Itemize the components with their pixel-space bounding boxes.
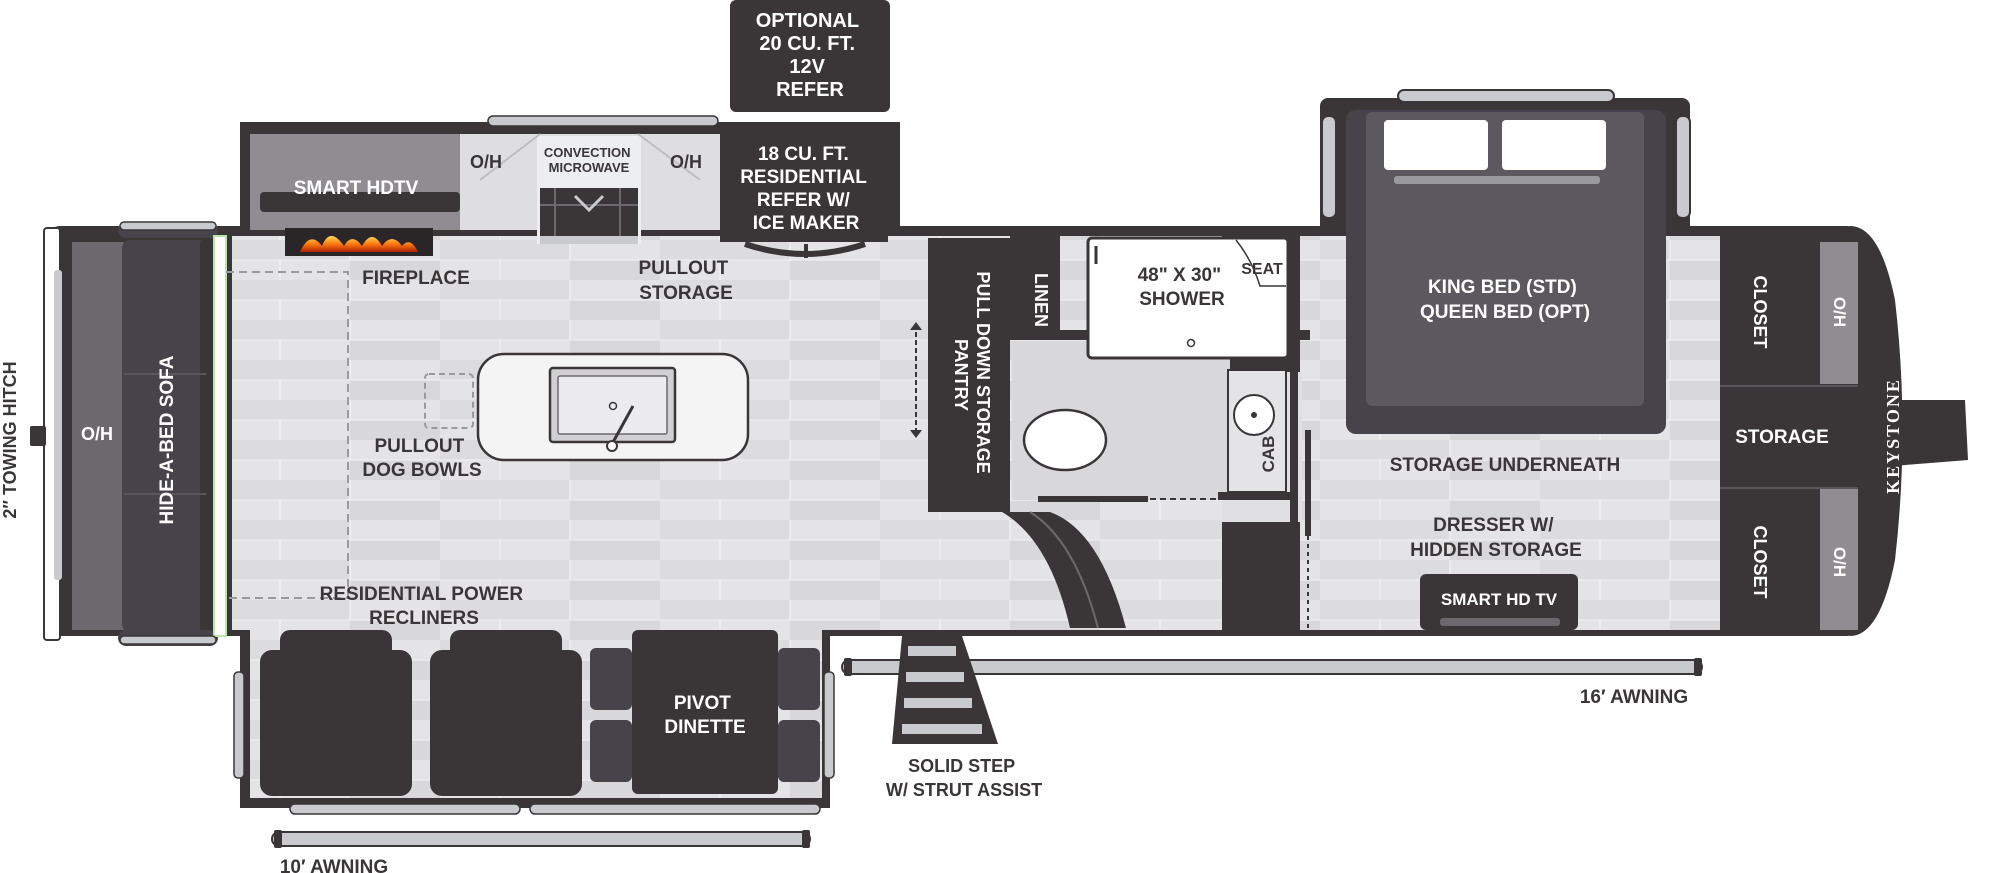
optional-refer-label: OPTIONAL 20 CU. FT. 12V REFER xyxy=(756,10,865,101)
fireplace xyxy=(285,228,433,256)
dresser-label: DRESSER W/ HIDDEN STORAGE xyxy=(1410,515,1582,561)
residential-refer-label: 18 CU. FT. RESIDENTIAL REFER W/ ICE MAKE… xyxy=(740,144,872,234)
closet-top-label: CLOSET xyxy=(1750,275,1770,348)
kitchen-slideout xyxy=(250,115,888,258)
oh-front-label: O/H xyxy=(81,424,113,444)
shower-label: 48" X 30" SHOWER xyxy=(1138,265,1227,310)
ten-awning-label: 10′ AWNING xyxy=(280,857,388,873)
keystone-logo: KEYSTONE xyxy=(1883,378,1903,494)
pivot-dinette-label: PIVOT DINETTE xyxy=(664,693,745,738)
storage-label: STORAGE xyxy=(1735,427,1829,448)
recliners xyxy=(260,630,582,796)
fireplace-label: FIREPLACE xyxy=(362,268,470,289)
oh-kitchen-left-label: O/H xyxy=(470,152,502,172)
kitchen-island xyxy=(476,352,750,462)
solid-step-label: SOLID STEP W/ STRUT ASSIST xyxy=(886,756,1042,800)
pantry xyxy=(910,238,1010,512)
pivot-dinette xyxy=(590,630,820,794)
pullout-dog-bowls-label: PULLOUT DOG BOWLS xyxy=(362,436,481,481)
ten-awning xyxy=(271,830,811,848)
living-slideout-windows xyxy=(119,221,835,815)
seat-label: SEAT xyxy=(1241,261,1283,278)
sixteen-awning xyxy=(841,658,1703,676)
oh-closet-bottom-label: O/H xyxy=(1830,547,1849,577)
smart-hd-tv-label: SMART HD TV xyxy=(1441,590,1558,609)
sixteen-awning-label: 16′ AWNING xyxy=(1580,687,1688,708)
storage-underneath-label: STORAGE UNDERNEATH xyxy=(1390,455,1620,476)
bed-label: KING BED (STD) QUEEN BED (OPT) xyxy=(1420,277,1590,323)
closet-bottom-label: CLOSET xyxy=(1750,525,1770,598)
pull-down-pantry-label: PULL DOWN STORAGE PANTRY xyxy=(951,271,993,478)
bedroom-slideout xyxy=(1321,89,1691,434)
sofa-bed-outline xyxy=(226,271,349,599)
oh-kitchen-right-label: O/H xyxy=(670,152,702,172)
front-closets xyxy=(1720,238,1858,630)
dresser xyxy=(1420,574,1578,630)
oh-closet-top-label: O/H xyxy=(1830,297,1849,327)
bathroom xyxy=(1002,236,1310,629)
pullout-storage-label: PULLOUT STORAGE xyxy=(639,258,734,304)
front-overhead-cabinet xyxy=(72,242,124,630)
entry-steps xyxy=(892,636,998,744)
front-wall-window xyxy=(30,227,62,641)
convection-microwave-label: CONVECTION MICROWAVE xyxy=(544,145,634,175)
linen-label: LINEN xyxy=(1031,273,1051,327)
residential-recliners-label: RESIDENTIAL POWER RECLINERS xyxy=(320,584,529,629)
labels: OPTIONAL 20 CU. FT. 12V REFER 18 CU. FT.… xyxy=(0,10,1903,873)
pullout-dog-bowls-outline xyxy=(424,373,474,429)
cab-label: CAB xyxy=(1259,436,1278,473)
sofa-edge xyxy=(213,235,227,637)
smart-hdtv-label: SMART HDTV xyxy=(294,178,419,199)
towing-hitch-label: 2″ TOWING HITCH xyxy=(0,361,20,518)
hide-a-bed-sofa-label: HIDE-A-BED SOFA xyxy=(157,355,178,524)
